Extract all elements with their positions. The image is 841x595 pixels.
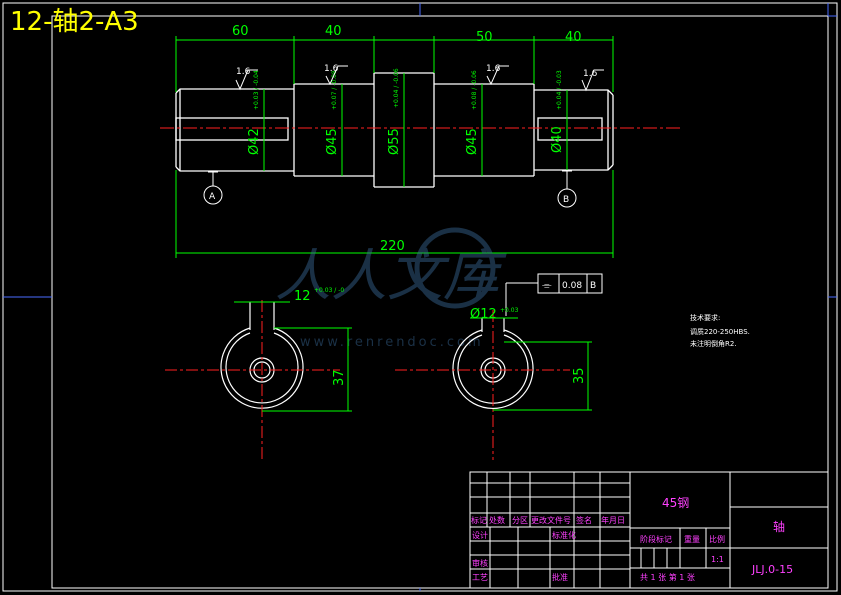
section-right-dims [470,317,592,411]
diam-45b-label: Ø45 [465,128,480,155]
title-block [469,471,829,589]
tolerance-symbol: ⌯ [542,278,552,292]
scale: 1:1 [711,555,724,564]
watermark-logo-icon [414,227,496,309]
dim-40-right: 40 [565,30,582,45]
keyway-width-right: Ø12 [470,307,497,322]
diam-40-tol: +0.04 / -0.03 [556,70,563,110]
label-design: 设计 [472,530,488,540]
label-std: 标准化 [552,530,576,540]
label-sheets: 共 1 张 第 1 张 [640,572,695,582]
keyway-width-left: 12 [294,289,311,304]
diam-45b-tol: +0.08 / -0.06 [471,70,478,110]
tolerance-value: 0.08 [562,281,582,291]
shaft-outline [175,72,614,188]
roughness-2: 1.6 [324,64,339,74]
section-left-centerlines [165,300,340,460]
label-review: 审核 [472,558,488,568]
watermark-url: www.renrendoc.com [300,335,484,350]
section-right-centerlines [395,310,570,460]
tolerance-frame [505,273,603,316]
label-stage: 阶段标记 [640,534,672,544]
depth-37: 37 [332,369,347,386]
depth-35: 35 [572,367,587,384]
datum-a: A [209,192,216,202]
diam-45a-tol: +0.07 / -0.08 [331,70,338,110]
label-approve: 批准 [552,572,568,582]
roughness-1: 1.6 [236,67,251,77]
diam-40-label: Ø40 [550,126,565,153]
inner-frame [51,15,829,589]
title-block-labels: 标记 处数 分区 更改文件号 签名 年月日 设计 标准化 阶段标记 重量 比例 … [471,515,725,582]
notes-heading: 技术要求: [690,313,720,322]
label-doc: 更改文件号 [531,515,571,525]
diam-42-tol: +0.03 / -0.04 [253,70,260,110]
material: 45钢 [662,496,689,510]
dim-220: 220 [380,239,405,254]
diameter-lines [263,73,568,187]
datum-markers [203,170,577,208]
datum-b: B [563,195,569,205]
watermark-text: 人人文库 [275,244,507,309]
label-mark: 标记 [471,515,487,525]
section-left-dims [234,301,352,412]
notes-line-1: 调质220-250HBS. [690,327,750,336]
drawing-title: 12-轴2-A3 [10,7,139,37]
diam-42-label: Ø42 [247,128,262,155]
roughness-3: 1.6 [486,64,501,74]
diam-55-label: Ø55 [387,128,402,155]
diam-45a-label: Ø45 [325,128,340,155]
part-name: 轴 [773,519,785,534]
dim-40-left: 40 [325,24,342,39]
watermark: 人人文库 www.renrendoc.com [275,227,507,350]
label-sign: 签名 [576,515,592,525]
notes-line-2: 未注明倒角R2. [690,339,737,348]
drawing-number: JLJ.0-15 [751,563,793,576]
dim-60: 60 [232,24,249,39]
label-weight: 重量 [684,534,700,544]
top-dimension-lines [175,36,614,258]
label-process: 工艺 [472,573,488,582]
label-zone: 分区 [512,516,528,525]
tolerance-datum: B [590,281,596,291]
roughness-symbols [235,65,604,92]
label-count: 处数 [489,515,505,525]
dim-50: 50 [476,30,493,45]
keyway-width-right-tol: +0.03 [500,307,519,314]
keyway-width-left-tol: +0.03 / -0 [314,287,344,294]
zone-ticks [3,3,837,591]
roughness-4: 1.6 [583,69,598,79]
label-ratio: 比例 [709,534,725,544]
label-date: 年月日 [601,515,625,525]
diam-55-tol: +0.04 / -0.06 [393,68,400,108]
